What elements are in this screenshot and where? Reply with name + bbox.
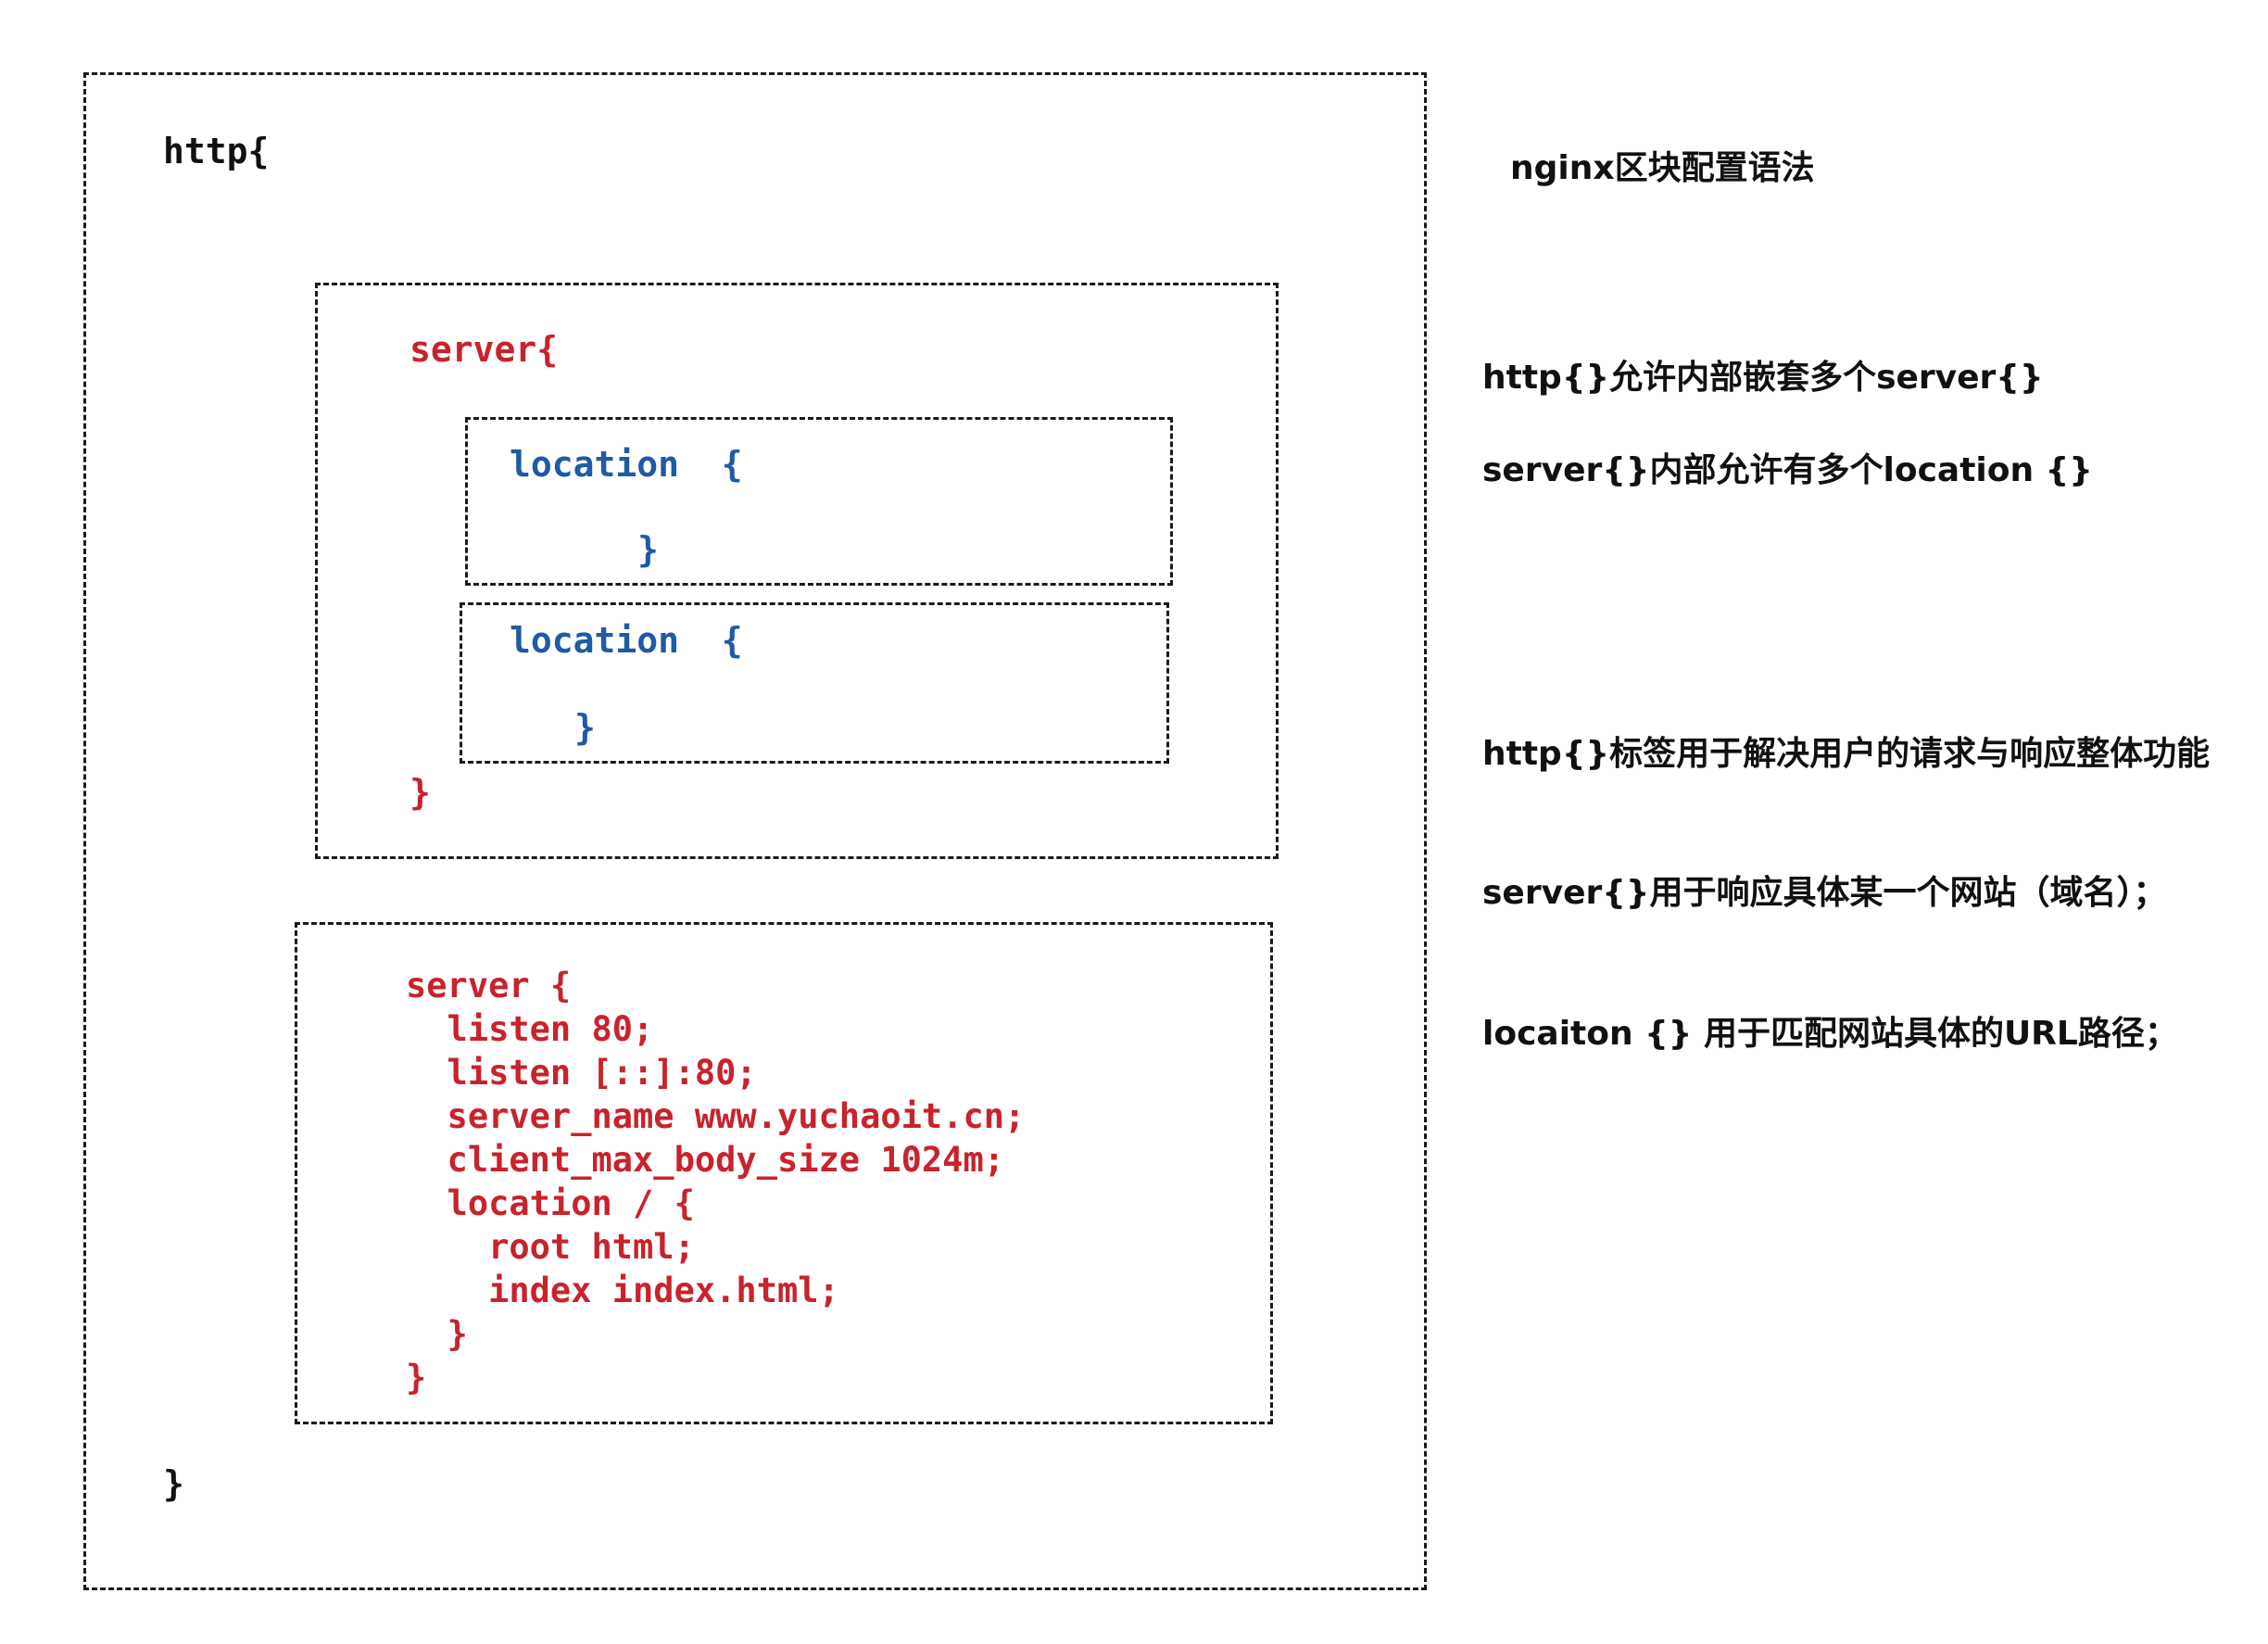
http-block-close: }	[163, 1463, 184, 1504]
location-block-2-close: }	[574, 707, 596, 748]
location-block-2-open: location {	[510, 620, 743, 661]
code-line: index index.html;	[406, 1271, 839, 1310]
server-block-1-open: server{	[410, 329, 559, 370]
notes-title: nginx区块配置语法	[1510, 149, 1815, 187]
server-block-1-close: }	[410, 772, 431, 813]
note-item-2: server{}内部允许有多个location {}	[1482, 451, 2093, 489]
http-block-box	[83, 72, 1427, 1590]
server-block-2-code: server { listen 80; listen [::]:80; serv…	[406, 964, 1025, 1399]
note-item-1: http{}允许内部嵌套多个server{}	[1482, 359, 2044, 397]
http-block-open: http{	[163, 131, 270, 171]
note-item-5: locaiton {} 用于匹配网站具体的URL路径；	[1482, 1015, 2178, 1053]
location-block-box-1	[465, 417, 1173, 586]
code-line: server_name www.yuchaoit.cn;	[406, 1096, 1026, 1136]
code-line: root html;	[406, 1227, 695, 1267]
code-line: }	[406, 1358, 427, 1397]
location-block-1-close: }	[637, 529, 659, 570]
code-line: server {	[406, 966, 572, 1005]
location-block-1-open: location {	[510, 444, 743, 485]
location-block-box-2	[460, 602, 1169, 764]
code-line: }	[406, 1314, 468, 1354]
code-line: client_max_body_size 1024m;	[406, 1140, 1005, 1180]
code-line: location / {	[406, 1183, 695, 1223]
server-block-box-1	[315, 283, 1279, 859]
code-line: listen 80;	[406, 1009, 654, 1049]
note-item-3: http{}标签用于解决用户的请求与响应整体功能	[1482, 735, 2211, 773]
note-item-4: server{}用于响应具体某一个网站（域名）；	[1482, 874, 2167, 912]
code-line: listen [::]:80;	[406, 1053, 757, 1093]
server-block-box-2	[295, 922, 1273, 1424]
